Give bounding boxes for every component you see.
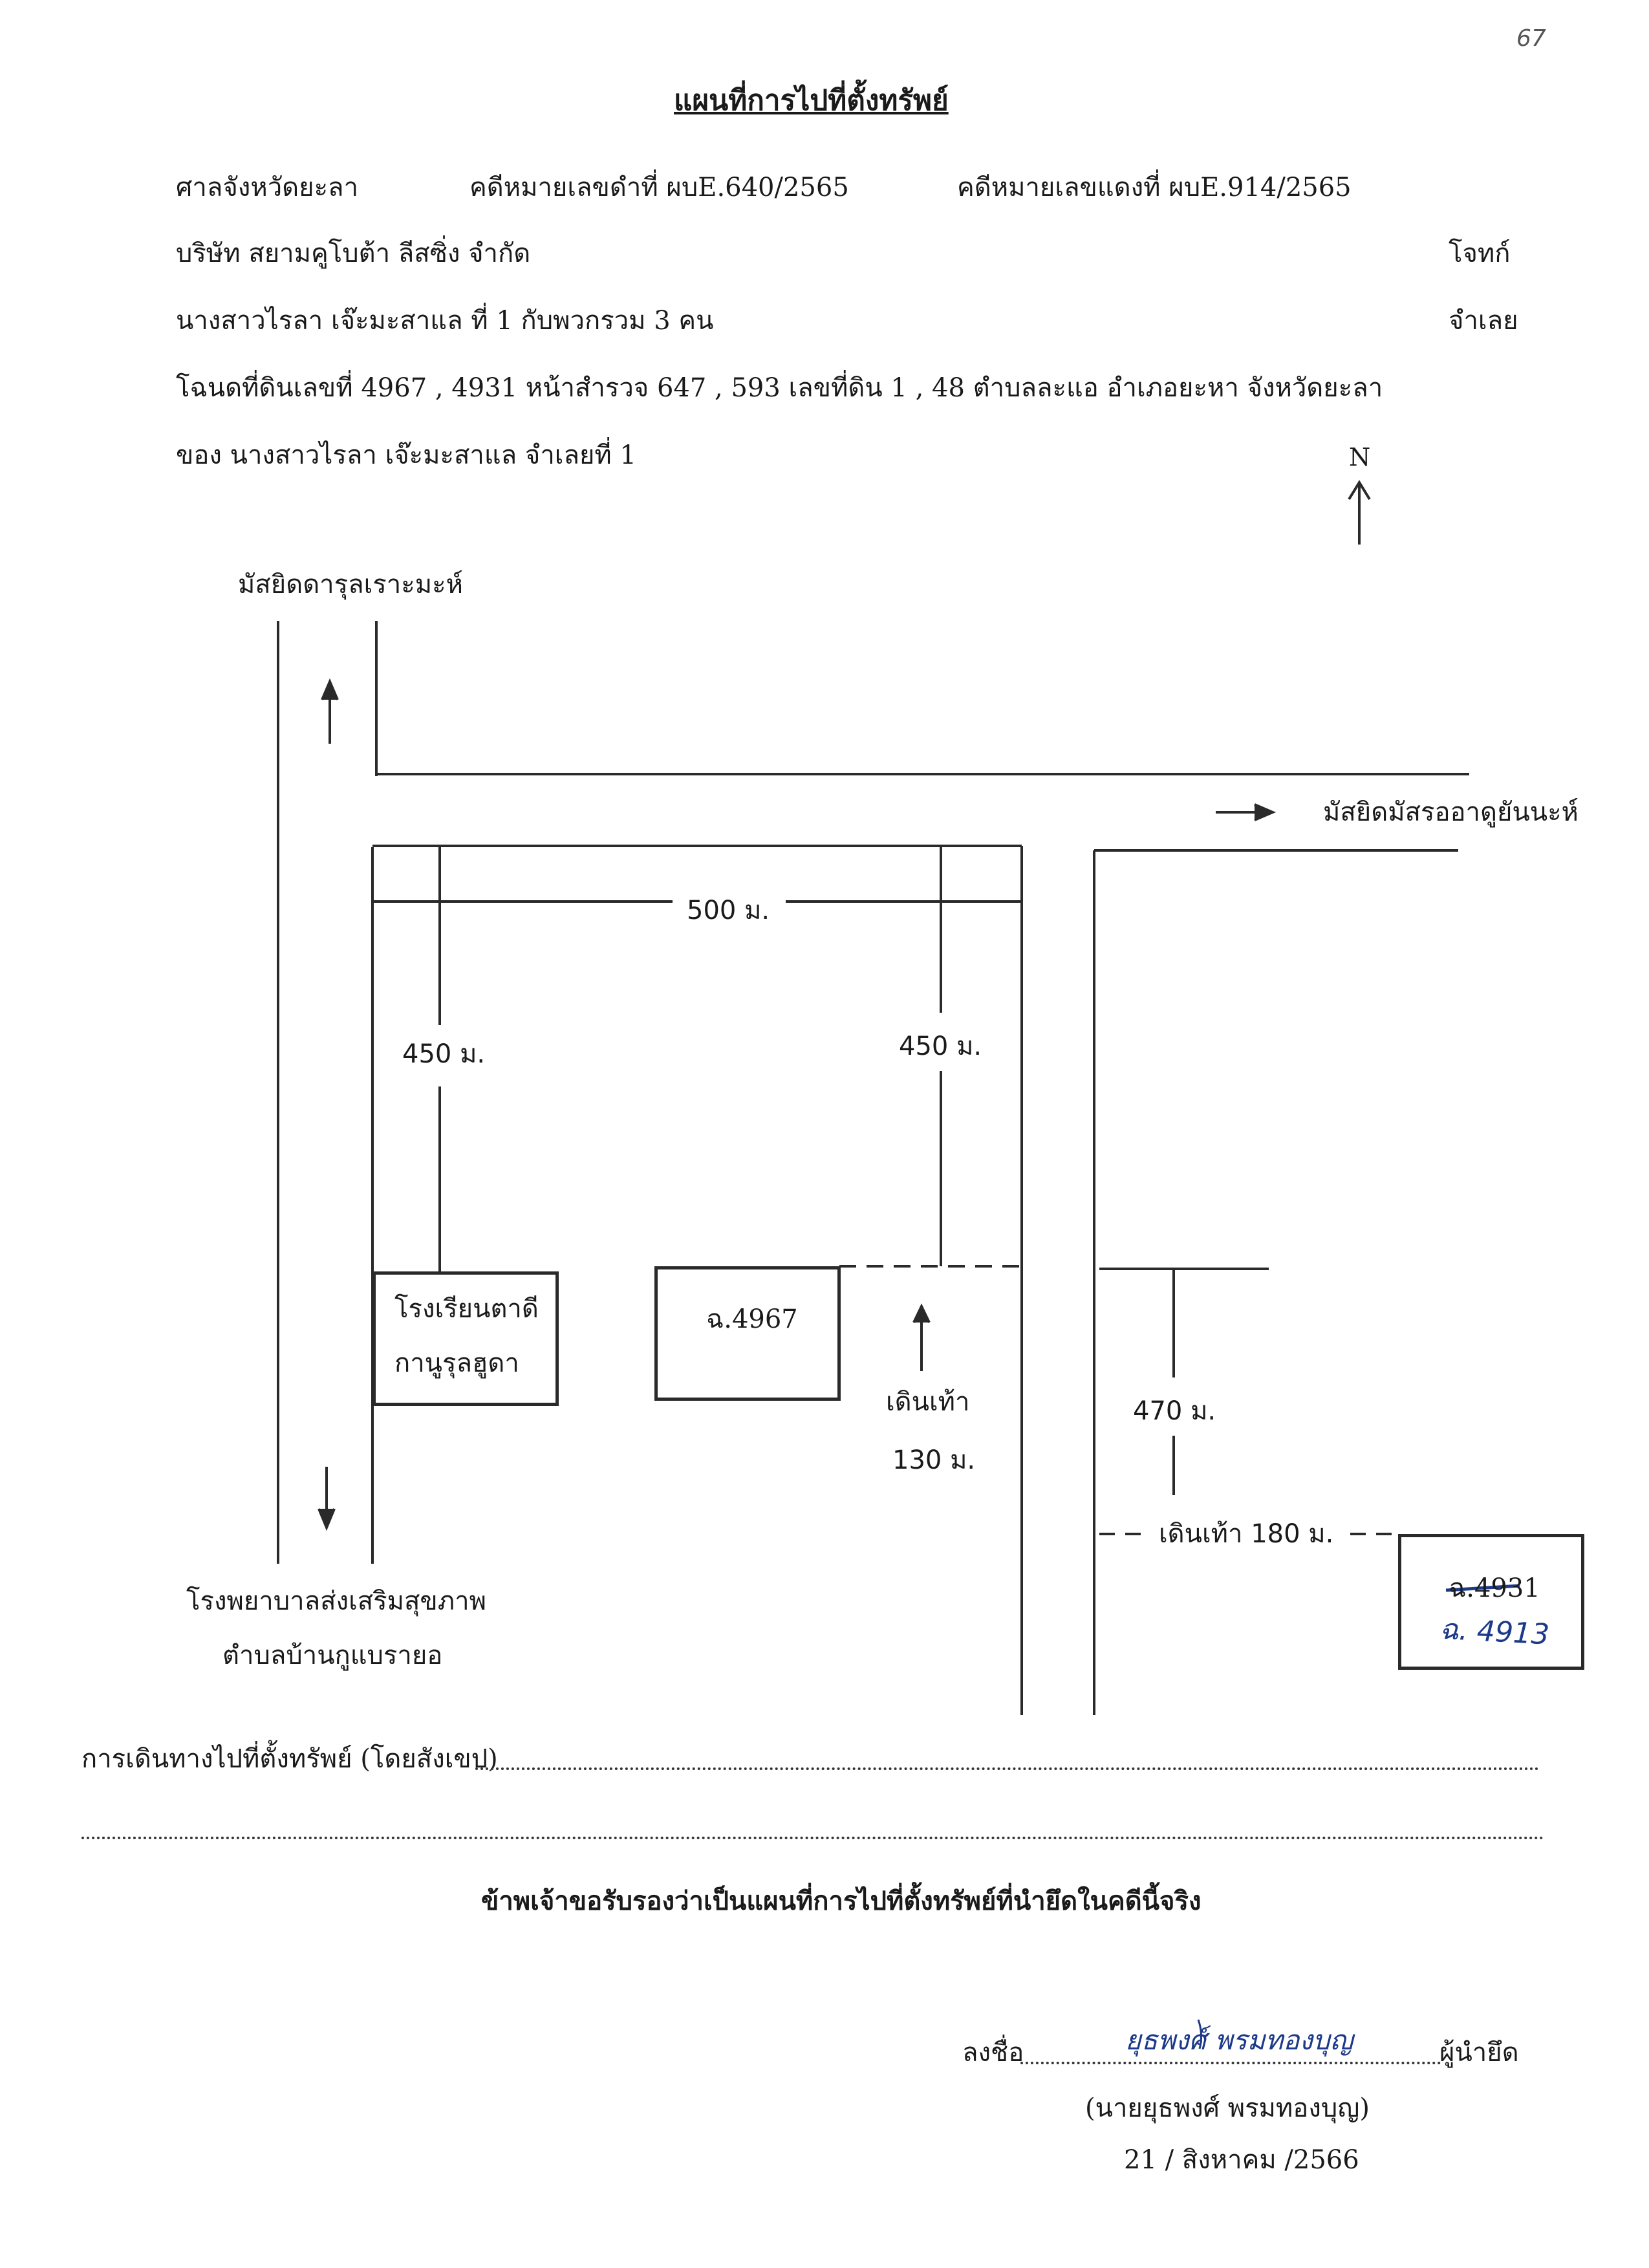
strike-4931 <box>1445 1584 1520 1592</box>
school-label-line1: โรงเรียนตาดี <box>394 1294 539 1324</box>
north-label: N <box>1349 443 1371 471</box>
sign-label: ลงชื่อ <box>962 2038 1024 2068</box>
down-arrow-head <box>318 1508 336 1531</box>
walk-180-label: เดินเท้า 180 ม. <box>1159 1519 1334 1549</box>
plot-4913-handwritten-label: ฉ. 4913 <box>1438 1612 1551 1652</box>
walk-arrow-head <box>912 1303 931 1323</box>
walk-label: เดินเท้า <box>886 1387 970 1417</box>
right-arrow-head <box>1254 803 1277 821</box>
signer-name: (นายยุธพงศ์ พรมทองบุญ) <box>1085 2093 1370 2123</box>
hospital-label-line2: ตำบลบ้านกูแบรายอ <box>222 1641 443 1670</box>
travel-label: การเดินทางไปที่ตั้งทรัพย์ (โดยสังเขป) <box>81 1744 498 1774</box>
mosque-top-label: มัสยิดดารุลเราะมะห์ <box>238 570 463 599</box>
page-title: แผนที่การไปที่ตั้งทรัพย์ <box>674 84 949 117</box>
plot-4967-label: ฉ.4967 <box>706 1304 798 1334</box>
travel-dotted-line-1 <box>475 1767 1539 1770</box>
dist-450-right-label: 450 ม. <box>899 1031 982 1061</box>
school-label-line2: กานูรุลฮูดา <box>394 1348 519 1378</box>
signature-dotted-line <box>1020 2062 1441 2064</box>
plot-4931-struck-label: ฉ.4931 <box>1449 1573 1540 1603</box>
defendant-name: นางสาวไรลา เจ๊ะมะสาแล ที่ 1 กับพวกรวม 3 … <box>176 306 714 336</box>
plot-4967-box <box>654 1266 841 1401</box>
certification-statement: ข้าพเจ้าขอรับรองว่าเป็นแผนที่การไปที่ตั้… <box>481 1886 1202 1916</box>
school-box <box>372 1271 559 1406</box>
signer-role: ผู้นำยึด <box>1439 2038 1519 2068</box>
signature-flourish <box>1197 2019 1203 2049</box>
plot-4931-box <box>1398 1534 1584 1670</box>
hospital-label-line1: โรงพยาบาลส่งเสริมสุขภาพ <box>186 1586 486 1616</box>
corner-page-mark: 67 <box>1516 25 1546 52</box>
red-case-number: คดีหมายเลขแดงที่ ผบE.914/2565 <box>957 173 1352 202</box>
dist-500-label: 500 ม. <box>687 896 770 925</box>
signing-date: 21 / สิงหาคม /2566 <box>1124 2145 1359 2175</box>
defendant-role: จำเลย <box>1449 306 1518 336</box>
plaintiff-name: บริษัท สยามคูโบต้า ลีสซิ่ง จำกัด <box>176 239 531 268</box>
land-deed-info: โฉนดที่ดินเลขที่ 4967 , 4931 หน้าสำรวจ 6… <box>176 373 1383 403</box>
mosque-right-label: มัสยิดมัสรออาดูยันนะห์ <box>1323 797 1579 827</box>
north-arrow-head <box>1348 480 1371 501</box>
up-arrow-head <box>321 678 339 700</box>
property-owner: ของ นางสาวไรลา เจ๊ะมะสาแล จำเลยที่ 1 <box>176 440 636 470</box>
dist-470-label: 470 ม. <box>1133 1396 1216 1426</box>
plaintiff-role: โจทก์ <box>1449 239 1511 268</box>
handwritten-signature: ยุธพงศ์ พรมทองบุญ <box>1125 2024 1353 2056</box>
court-name: ศาลจังหวัดยะลา <box>176 173 359 202</box>
travel-dotted-line-2 <box>81 1837 1544 1839</box>
dist-450-left-label: 450 ม. <box>402 1039 486 1069</box>
walk-130-label: 130 ม. <box>892 1445 976 1475</box>
black-case-number: คดีหมายเลขดำที่ ผบE.640/2565 <box>469 173 849 202</box>
